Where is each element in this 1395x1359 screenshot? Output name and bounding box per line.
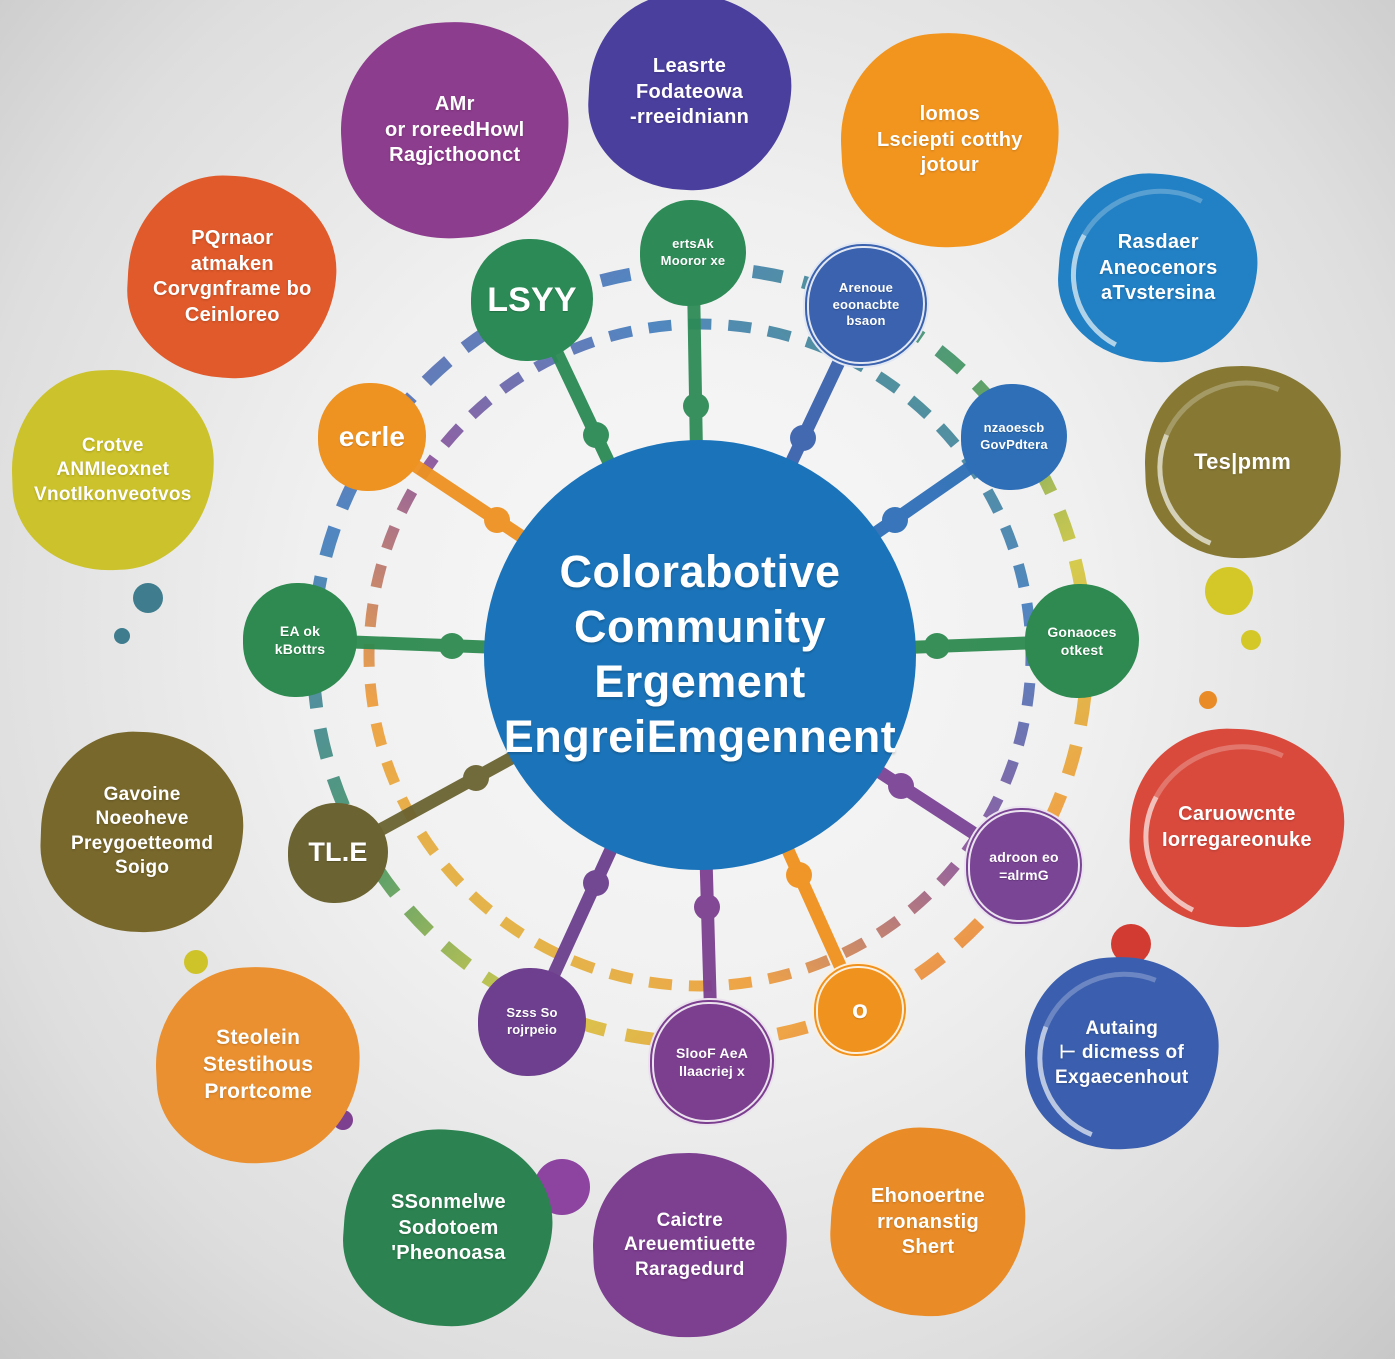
node-nzaoescb: nzaoescb GovPdtera	[961, 384, 1067, 490]
paint-splatter	[133, 583, 163, 613]
paint-splatter	[1111, 924, 1151, 964]
node-arenoue-label: Arenoue eoonacbte bsaon	[832, 279, 900, 329]
paint-splatter	[1205, 567, 1253, 615]
node-arenoue: Arenoue eoonacbte bsaon	[803, 242, 929, 368]
bubble-ssonmelwe-label: SSonmelwe Sodotoem 'Pheonoasa	[390, 1190, 506, 1264]
node-tle: TL.E	[288, 803, 388, 903]
bubble-amr-label: AMr or roreedHowl Ragjcthoonct	[385, 92, 525, 166]
center-hub-label: Colorabotive Community Ergement EngreiEm…	[503, 546, 897, 762]
bubble-steolein-label: Steolein Stestihous Prortcome	[202, 1025, 314, 1103]
paint-splatter	[184, 950, 208, 974]
bubble-tesjpmm-label: Tes|pmm	[1194, 448, 1292, 474]
node-o-label: o	[851, 994, 869, 1025]
node-ertsak: ertsAk Mooror xe	[640, 200, 746, 306]
node-eaok: EA ok kBottrs	[243, 583, 357, 697]
bubble-crotve-label: Crotve ANMIeoxnet VnotIkonveotvos	[34, 434, 192, 505]
node-sloof: SlooF AeA llaacriej x	[648, 998, 776, 1126]
bubble-autaing-label: Autaing ⊢ dicmess of Exgaecenhout	[1055, 1017, 1189, 1088]
node-szss-label: Szss So rojrpeio	[506, 1005, 558, 1037]
node-ertsak-label: ertsAk Mooror xe	[660, 236, 726, 268]
node-ecrle: ecrle	[318, 383, 426, 491]
paint-splatter	[1241, 630, 1261, 650]
paint-splatter	[114, 628, 130, 644]
node-gonaoces-label: Gonaoces otkest	[1047, 623, 1117, 658]
node-lsyy-label: LSYY	[487, 280, 577, 319]
paint-splatter	[1199, 691, 1217, 709]
bubble-caictre-label: Caictre Areuemtiuette Raragedurd	[624, 1209, 756, 1280]
node-nzaoescb-label: nzaoescb GovPdtera	[980, 420, 1048, 452]
bubble-leasrte-label: Leasrte Fodateowa -rreeidniann	[630, 54, 750, 128]
bubble-gavoine-label: Gavoine Noeoheve Preygoetteomd Soigo	[70, 784, 214, 879]
center-hub: Colorabotive Community Ergement EngreiEm…	[484, 440, 916, 870]
bubble-pqrnaor-label: PQrnaor atmaken Corvgnframe bo Ceinloreo	[152, 226, 312, 326]
node-lsyy: LSYY	[471, 239, 593, 361]
node-o: o	[812, 962, 908, 1058]
bubble-ehonoertne-label: Ehonoertne rronanstig Shert	[870, 1184, 986, 1258]
node-eaok-label: EA ok kBottrs	[274, 622, 326, 657]
inner-brush-ring	[363, 318, 1037, 992]
bubble-rasdaer-label: Rasdaer Aneocenors aTvstersina	[1098, 230, 1218, 304]
bubble-caruowcnte-label: Caruowcnte Iorregareonuke	[1162, 803, 1312, 851]
bubble-lomos-label: lomos Lsciepti cotthy jotour	[877, 102, 1023, 176]
node-szss: Szss So rojrpeio	[478, 968, 586, 1076]
node-gonaoces: Gonaoces otkest	[1025, 584, 1139, 698]
node-sloof-label: SlooF AeA llaacriej x	[675, 1044, 749, 1079]
node-ecrle-label: ecrle	[338, 420, 406, 452]
node-adroon: adroon eo =alrmG	[964, 806, 1084, 926]
node-tle-label: TL.E	[308, 837, 368, 868]
node-adroon-label: adroon eo =alrmG	[989, 848, 1059, 883]
